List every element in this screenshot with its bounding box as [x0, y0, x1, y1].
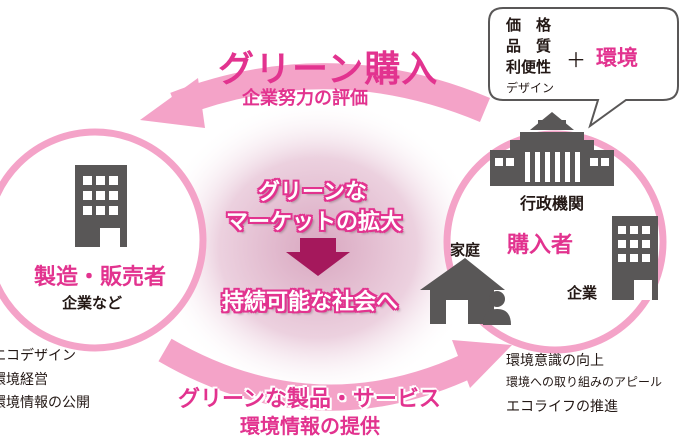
- bubble-item: 価 格: [506, 16, 552, 34]
- company-label: 企業: [567, 284, 598, 302]
- bottom-arrow: [158, 338, 486, 411]
- center-line1: グリーンな: [258, 180, 367, 205]
- left-note: エコデザイン: [0, 348, 76, 364]
- corporate-effort-label: 企業努力の評価: [242, 88, 368, 109]
- center-line3: 持続可能な社会へ: [222, 290, 399, 315]
- right-note: エコライフの推進: [506, 399, 618, 415]
- bubble-item: 利便性: [506, 58, 552, 76]
- bottom-arrow-head: [452, 340, 512, 388]
- bubble-plus: ＋: [566, 48, 586, 72]
- left-note: 環境情報の公開: [0, 395, 90, 411]
- manufacturer-title: 製造・販売者: [34, 265, 167, 290]
- top-arrow: [170, 63, 491, 122]
- center-line2: マーケットの拡大: [226, 210, 403, 235]
- manufacturer-subtitle: 企業など: [62, 294, 123, 312]
- home-label: 家庭: [450, 241, 481, 259]
- person-icon: [483, 291, 511, 325]
- center-down-arrow: [286, 238, 350, 276]
- env-info-label: 環境情報の提供: [240, 414, 380, 438]
- green-purchase-title: グリーン購入: [218, 49, 439, 90]
- bubble-item: 品 質: [506, 37, 552, 55]
- bubble-environment: 環境: [596, 46, 638, 70]
- top-arrow-head: [140, 78, 205, 128]
- government-label: 行政機関: [520, 194, 585, 213]
- right-note: 環境意識の向上: [506, 353, 604, 369]
- purchaser-title: 購入者: [507, 233, 574, 258]
- left-note: 環境経営: [0, 372, 48, 388]
- government-building-icon: [490, 112, 614, 186]
- right-note: 環境への取り組みのアピール: [506, 375, 663, 389]
- green-products-title: グリーンな製品・サービス: [178, 387, 441, 412]
- speech-bubble: [488, 7, 679, 129]
- bubble-item: デザイン: [506, 81, 555, 95]
